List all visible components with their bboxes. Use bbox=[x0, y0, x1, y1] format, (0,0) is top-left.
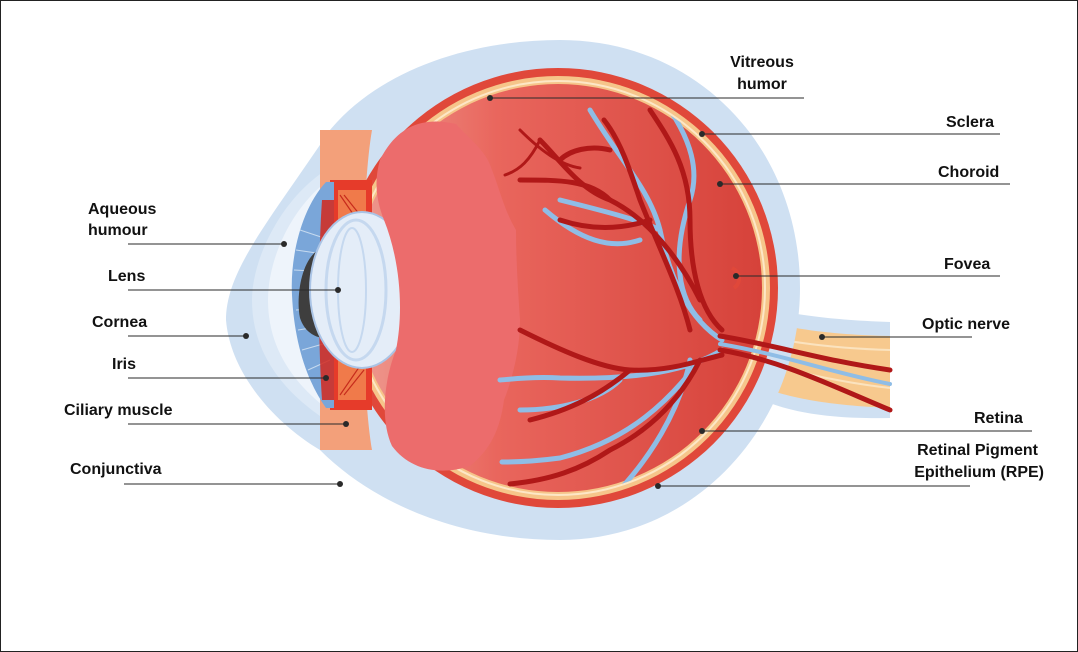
label-aqueous-humour-line2: humour bbox=[88, 222, 148, 239]
label-rpe-line2: Epithelium (RPE) bbox=[914, 464, 1044, 481]
label-cornea: Cornea bbox=[92, 314, 147, 331]
label-sclera: Sclera bbox=[946, 114, 994, 131]
label-optic-nerve: Optic nerve bbox=[922, 316, 1010, 333]
label-lens: Lens bbox=[108, 268, 145, 285]
leader-conjunctiva bbox=[124, 481, 343, 487]
label-aqueous-humour-line1: Aqueous bbox=[88, 201, 157, 218]
label-choroid: Choroid bbox=[938, 164, 999, 181]
label-fovea: Fovea bbox=[944, 256, 990, 273]
label-ciliary-muscle: Ciliary muscle bbox=[64, 402, 173, 419]
label-vitreous-line2: humor bbox=[737, 76, 787, 93]
label-conjunctiva: Conjunctiva bbox=[70, 461, 162, 478]
label-rpe-line1: Retinal Pigment bbox=[917, 442, 1039, 459]
label-iris: Iris bbox=[112, 356, 136, 373]
label-vitreous-line1: Vitreous bbox=[730, 54, 794, 71]
label-retina: Retina bbox=[974, 410, 1023, 427]
